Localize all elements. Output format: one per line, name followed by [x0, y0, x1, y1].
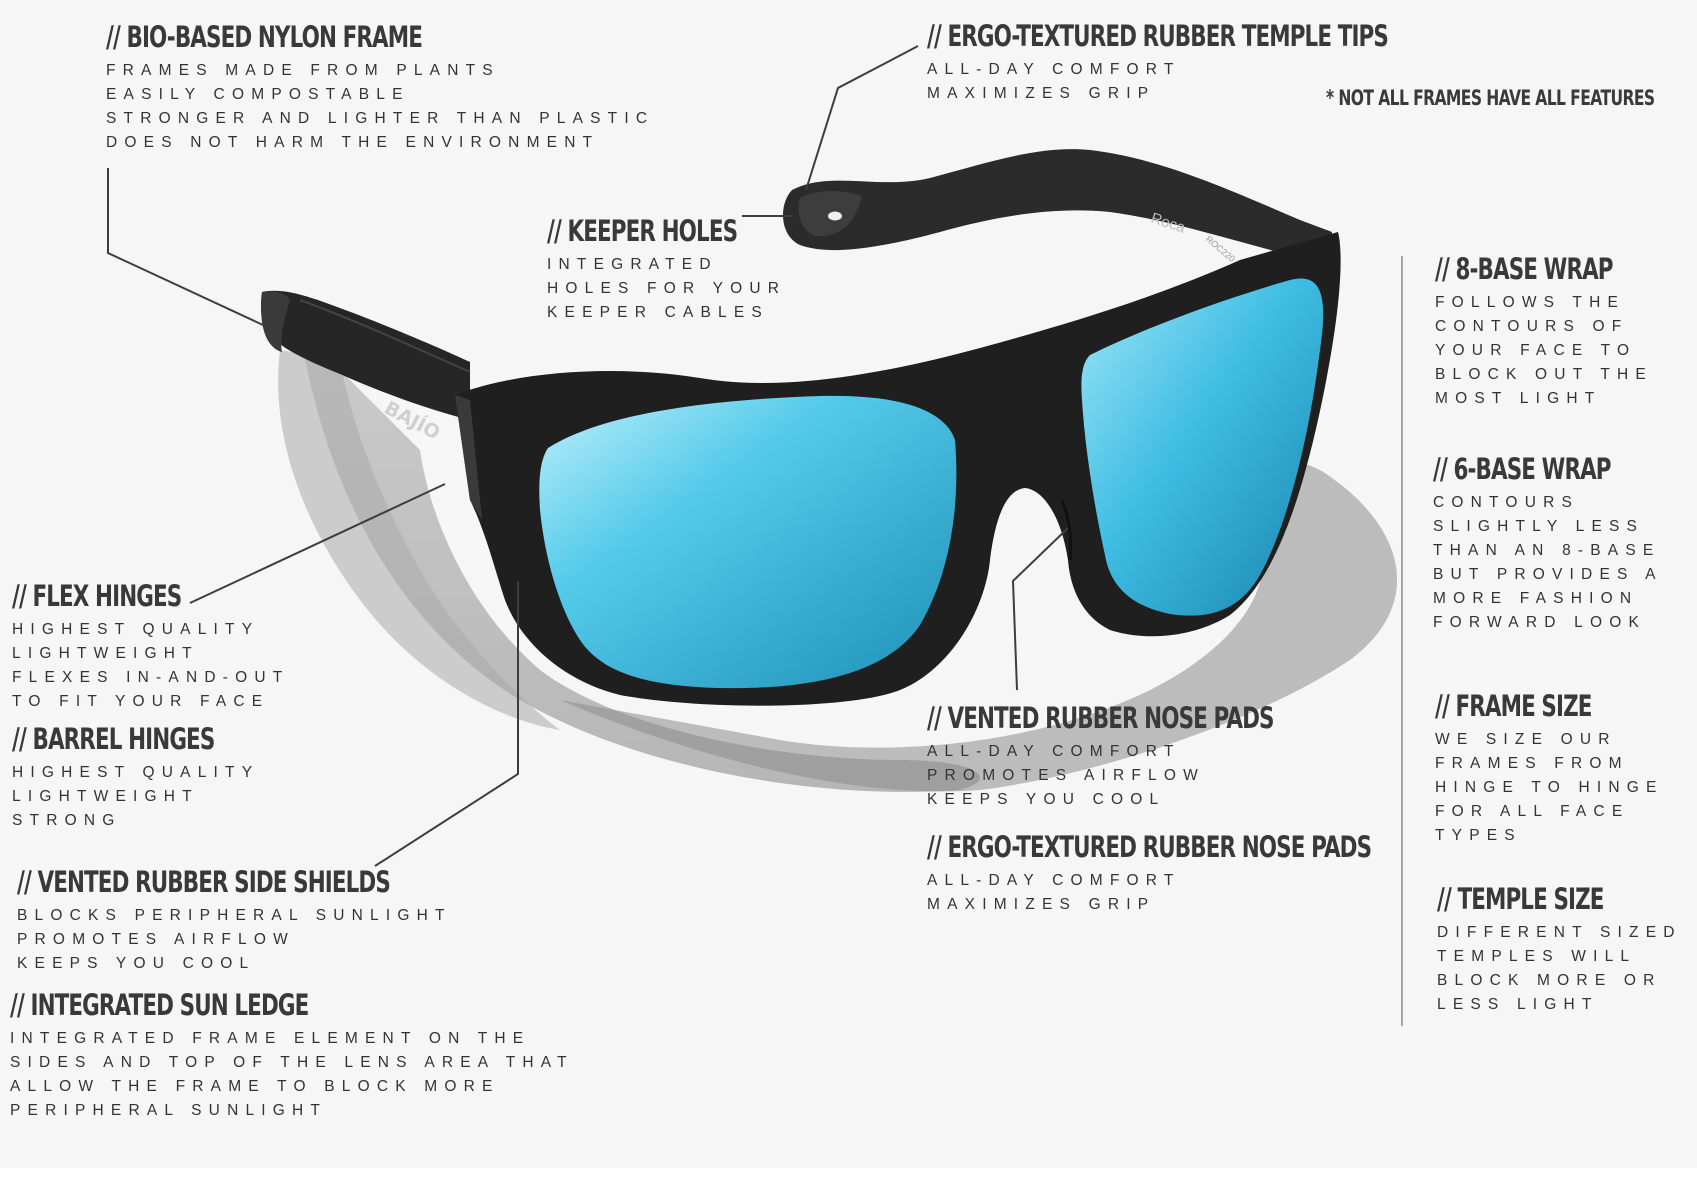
feature-line: TEMPLES WILL	[1437, 948, 1637, 965]
feature-line: MAXIMIZES GRIP	[927, 85, 1156, 102]
feature-title: // KEEPER HOLES	[547, 214, 738, 248]
feature-line: BLOCK MORE OR	[1437, 972, 1662, 989]
feature-line: KEEPER CABLES	[547, 304, 769, 321]
feature-vented-nose-pads: // VENTED RUBBER NOSE PADS ALL-DAY COMFO…	[927, 700, 1395, 812]
feature-line: HINGE TO HINGE	[1435, 779, 1664, 796]
feature-title: // FLEX HINGES	[12, 579, 182, 613]
feature-line: MAXIMIZES GRIP	[927, 896, 1156, 913]
feature-flex-hinges: // FLEX HINGES HIGHEST QUALITY LIGHTWEIG…	[12, 578, 289, 714]
feature-line: ALL-DAY COMFORT	[927, 743, 1181, 760]
feature-line: THAN AN 8-BASE	[1433, 542, 1661, 559]
feature-title: // VENTED RUBBER NOSE PADS	[927, 701, 1275, 735]
feature-line: PROMOTES AIRFLOW	[17, 931, 295, 948]
feature-line: FOLLOWS THE	[1435, 294, 1626, 311]
feature-line: YOUR FACE TO	[1435, 342, 1637, 359]
feature-vented-side-shields: // VENTED RUBBER SIDE SHIELDS BLOCKS PER…	[17, 864, 521, 976]
feature-title: // ERGO-TEXTURED RUBBER TEMPLE TIPS	[927, 19, 1389, 53]
feature-ergo-nose-pads: // ERGO-TEXTURED RUBBER NOSE PADS ALL-DA…	[927, 829, 1527, 917]
feature-line: FLEXES IN-AND-OUT	[12, 669, 290, 686]
infographic-canvas: Roca ROC220 BAJÍO	[10, 18, 1682, 1123]
feature-title: // BARREL HINGES	[12, 722, 215, 756]
feature-line: DOES NOT HARM THE ENVIRONMENT	[106, 134, 600, 151]
feature-title: // TEMPLE SIZE	[1437, 882, 1604, 916]
feature-line: INTEGRATED FRAME ELEMENT ON THE	[10, 1030, 531, 1047]
disclaimer-note: * NOT ALL FRAMES HAVE ALL FEATURES	[1326, 86, 1655, 110]
feature-keeper-holes: // KEEPER HOLES INTEGRATED HOLES FOR YOU…	[547, 213, 804, 325]
feature-line: ALL-DAY COMFORT	[927, 872, 1181, 889]
feature-line: FRAMES FROM	[1435, 755, 1629, 772]
leader-flex-hinges	[189, 483, 446, 604]
feature-line: TYPES	[1435, 827, 1522, 844]
leader-lines	[107, 45, 1403, 1026]
feature-line: KEEPS YOU COOL	[17, 955, 256, 972]
feature-6-base-wrap: // 6-BASE WRAP CONTOURS SLIGHTLY LESS TH…	[1433, 451, 1673, 635]
feature-bio-based-nylon-frame: // BIO-BASED NYLON FRAME FRAMES MADE FRO…	[106, 19, 654, 155]
leader-temple-tips	[805, 45, 919, 191]
feature-temple-size: // TEMPLE SIZE DIFFERENT SIZED TEMPLES W…	[1437, 881, 1682, 1017]
leader-bio-frame	[107, 168, 264, 326]
feature-line: FRAMES MADE FROM PLANTS	[106, 62, 500, 79]
feature-line: INTEGRATED	[547, 256, 718, 273]
feature-temple-tips: // ERGO-TEXTURED RUBBER TEMPLE TIPS ALL-…	[927, 18, 1550, 106]
feature-line: ALLOW THE FRAME TO BLOCK MORE	[10, 1078, 500, 1095]
feature-line: ALL-DAY COMFORT	[927, 61, 1181, 78]
feature-title: // FRAME SIZE	[1435, 689, 1592, 723]
feature-line: KEEPS YOU COOL	[927, 791, 1166, 808]
feature-line: TO FIT YOUR FACE	[12, 693, 270, 710]
feature-title: // 8-BASE WRAP	[1435, 252, 1614, 286]
far-temple-arm: Roca ROC220	[782, 149, 1332, 264]
feature-line: CONTOURS OF	[1435, 318, 1629, 335]
feature-integrated-sun-ledge: // INTEGRATED SUN LEDGE INTEGRATED FRAME…	[10, 987, 574, 1123]
sunglasses-illustration: Roca ROC220 BAJÍO	[107, 45, 1403, 1026]
left-lens	[539, 395, 957, 689]
feature-title: // ERGO-TEXTURED RUBBER NOSE PADS	[927, 830, 1372, 864]
feature-line: LIGHTWEIGHT	[12, 645, 199, 662]
feature-line: PERIPHERAL SUNLIGHT	[10, 1102, 328, 1119]
feature-8-base-wrap: // 8-BASE WRAP FOLLOWS THE CONTOURS OF Y…	[1435, 251, 1675, 411]
feature-line: MORE FASHION	[1433, 590, 1639, 607]
feature-line: WE SIZE OUR	[1435, 731, 1617, 748]
leader-nose-pads	[1011, 527, 1069, 691]
feature-line: SIDES AND TOP OF THE LENS AREA THAT	[10, 1054, 574, 1071]
feature-title: // VENTED RUBBER SIDE SHIELDS	[17, 865, 391, 899]
feature-line: SLIGHTLY LESS	[1433, 518, 1645, 535]
feature-line: HOLES FOR YOUR	[547, 280, 787, 297]
feature-title: // INTEGRATED SUN LEDGE	[10, 988, 309, 1022]
feature-line: DIFFERENT SIZED	[1437, 924, 1682, 941]
feature-line: LIGHTWEIGHT	[12, 788, 199, 805]
leader-side-shields	[374, 582, 519, 867]
feature-line: BUT PROVIDES A	[1433, 566, 1663, 583]
feature-frame-size: // FRAME SIZE WE SIZE OUR FRAMES FROM HI…	[1435, 688, 1664, 848]
feature-line: FORWARD LOOK	[1433, 614, 1646, 631]
feature-line: STRONGER AND LIGHTER THAN PLASTIC	[106, 110, 655, 127]
feature-line: PROMOTES AIRFLOW	[927, 767, 1205, 784]
feature-title: // BIO-BASED NYLON FRAME	[106, 20, 423, 54]
ground-shadow	[278, 330, 1398, 792]
feature-line: STRONG	[12, 812, 122, 829]
feature-line: EASILY COMPOSTABLE	[106, 86, 410, 103]
feature-line: BLOCK OUT THE	[1435, 366, 1653, 383]
feature-line: FOR ALL FACE	[1435, 803, 1630, 820]
feature-barrel-hinges: // BARREL HINGES HIGHEST QUALITY LIGHTWE…	[12, 721, 286, 833]
feature-title: // 6-BASE WRAP	[1433, 452, 1612, 486]
feature-line: BLOCKS PERIPHERAL SUNLIGHT	[17, 907, 452, 924]
feature-line: CONTOURS	[1433, 494, 1580, 511]
right-lens	[1081, 278, 1324, 616]
feature-line: HIGHEST QUALITY	[12, 621, 260, 638]
feature-line: MOST LIGHT	[1435, 390, 1602, 407]
feature-line: HIGHEST QUALITY	[12, 764, 260, 781]
front-frame	[455, 232, 1341, 706]
feature-line: LESS LIGHT	[1437, 996, 1599, 1013]
